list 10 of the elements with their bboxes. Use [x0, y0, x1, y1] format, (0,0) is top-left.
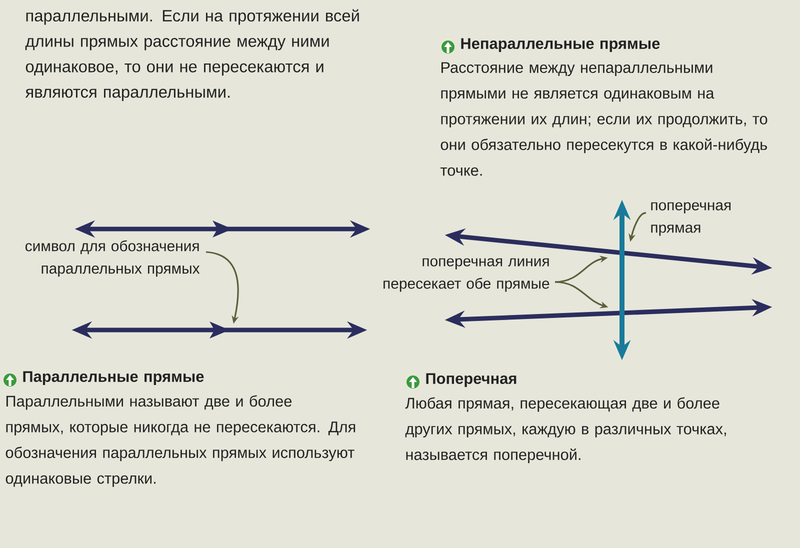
- heading: Непараллельные прямые: [461, 38, 660, 52]
- callout-text: поперечная прямая: [651, 202, 731, 236]
- callout-text: поперечная линия пересекает обе прямые: [384, 258, 550, 292]
- paragraph: параллельными. Если на протяжении всей длины прямых расстояние между ними одинаковое, то они не пересекаются и являются параллельными.: [25, 9, 359, 102]
- heading: Параллельные прямые: [23, 371, 204, 386]
- paragraph: Расстояние между непараллельными прямыми не является одинаковым на протяжении их длин; если их продолжить, то они обязательно пересекутся в какой-нибудь точке.: [440, 62, 768, 176]
- heading: Поперечная: [426, 373, 516, 388]
- paragraph: Параллельными называют две и более прямых, которые никогда не пересекаются. Для обозначения параллельных прямых используют одинаковые стрелки.: [6, 395, 356, 487]
- callout-text: символ для обозначения параллельных прямых: [26, 240, 200, 277]
- paragraph: Любая прямая, пересекающая две и более других прямых, каждую в различных точках, называется поперечной.: [405, 397, 726, 464]
